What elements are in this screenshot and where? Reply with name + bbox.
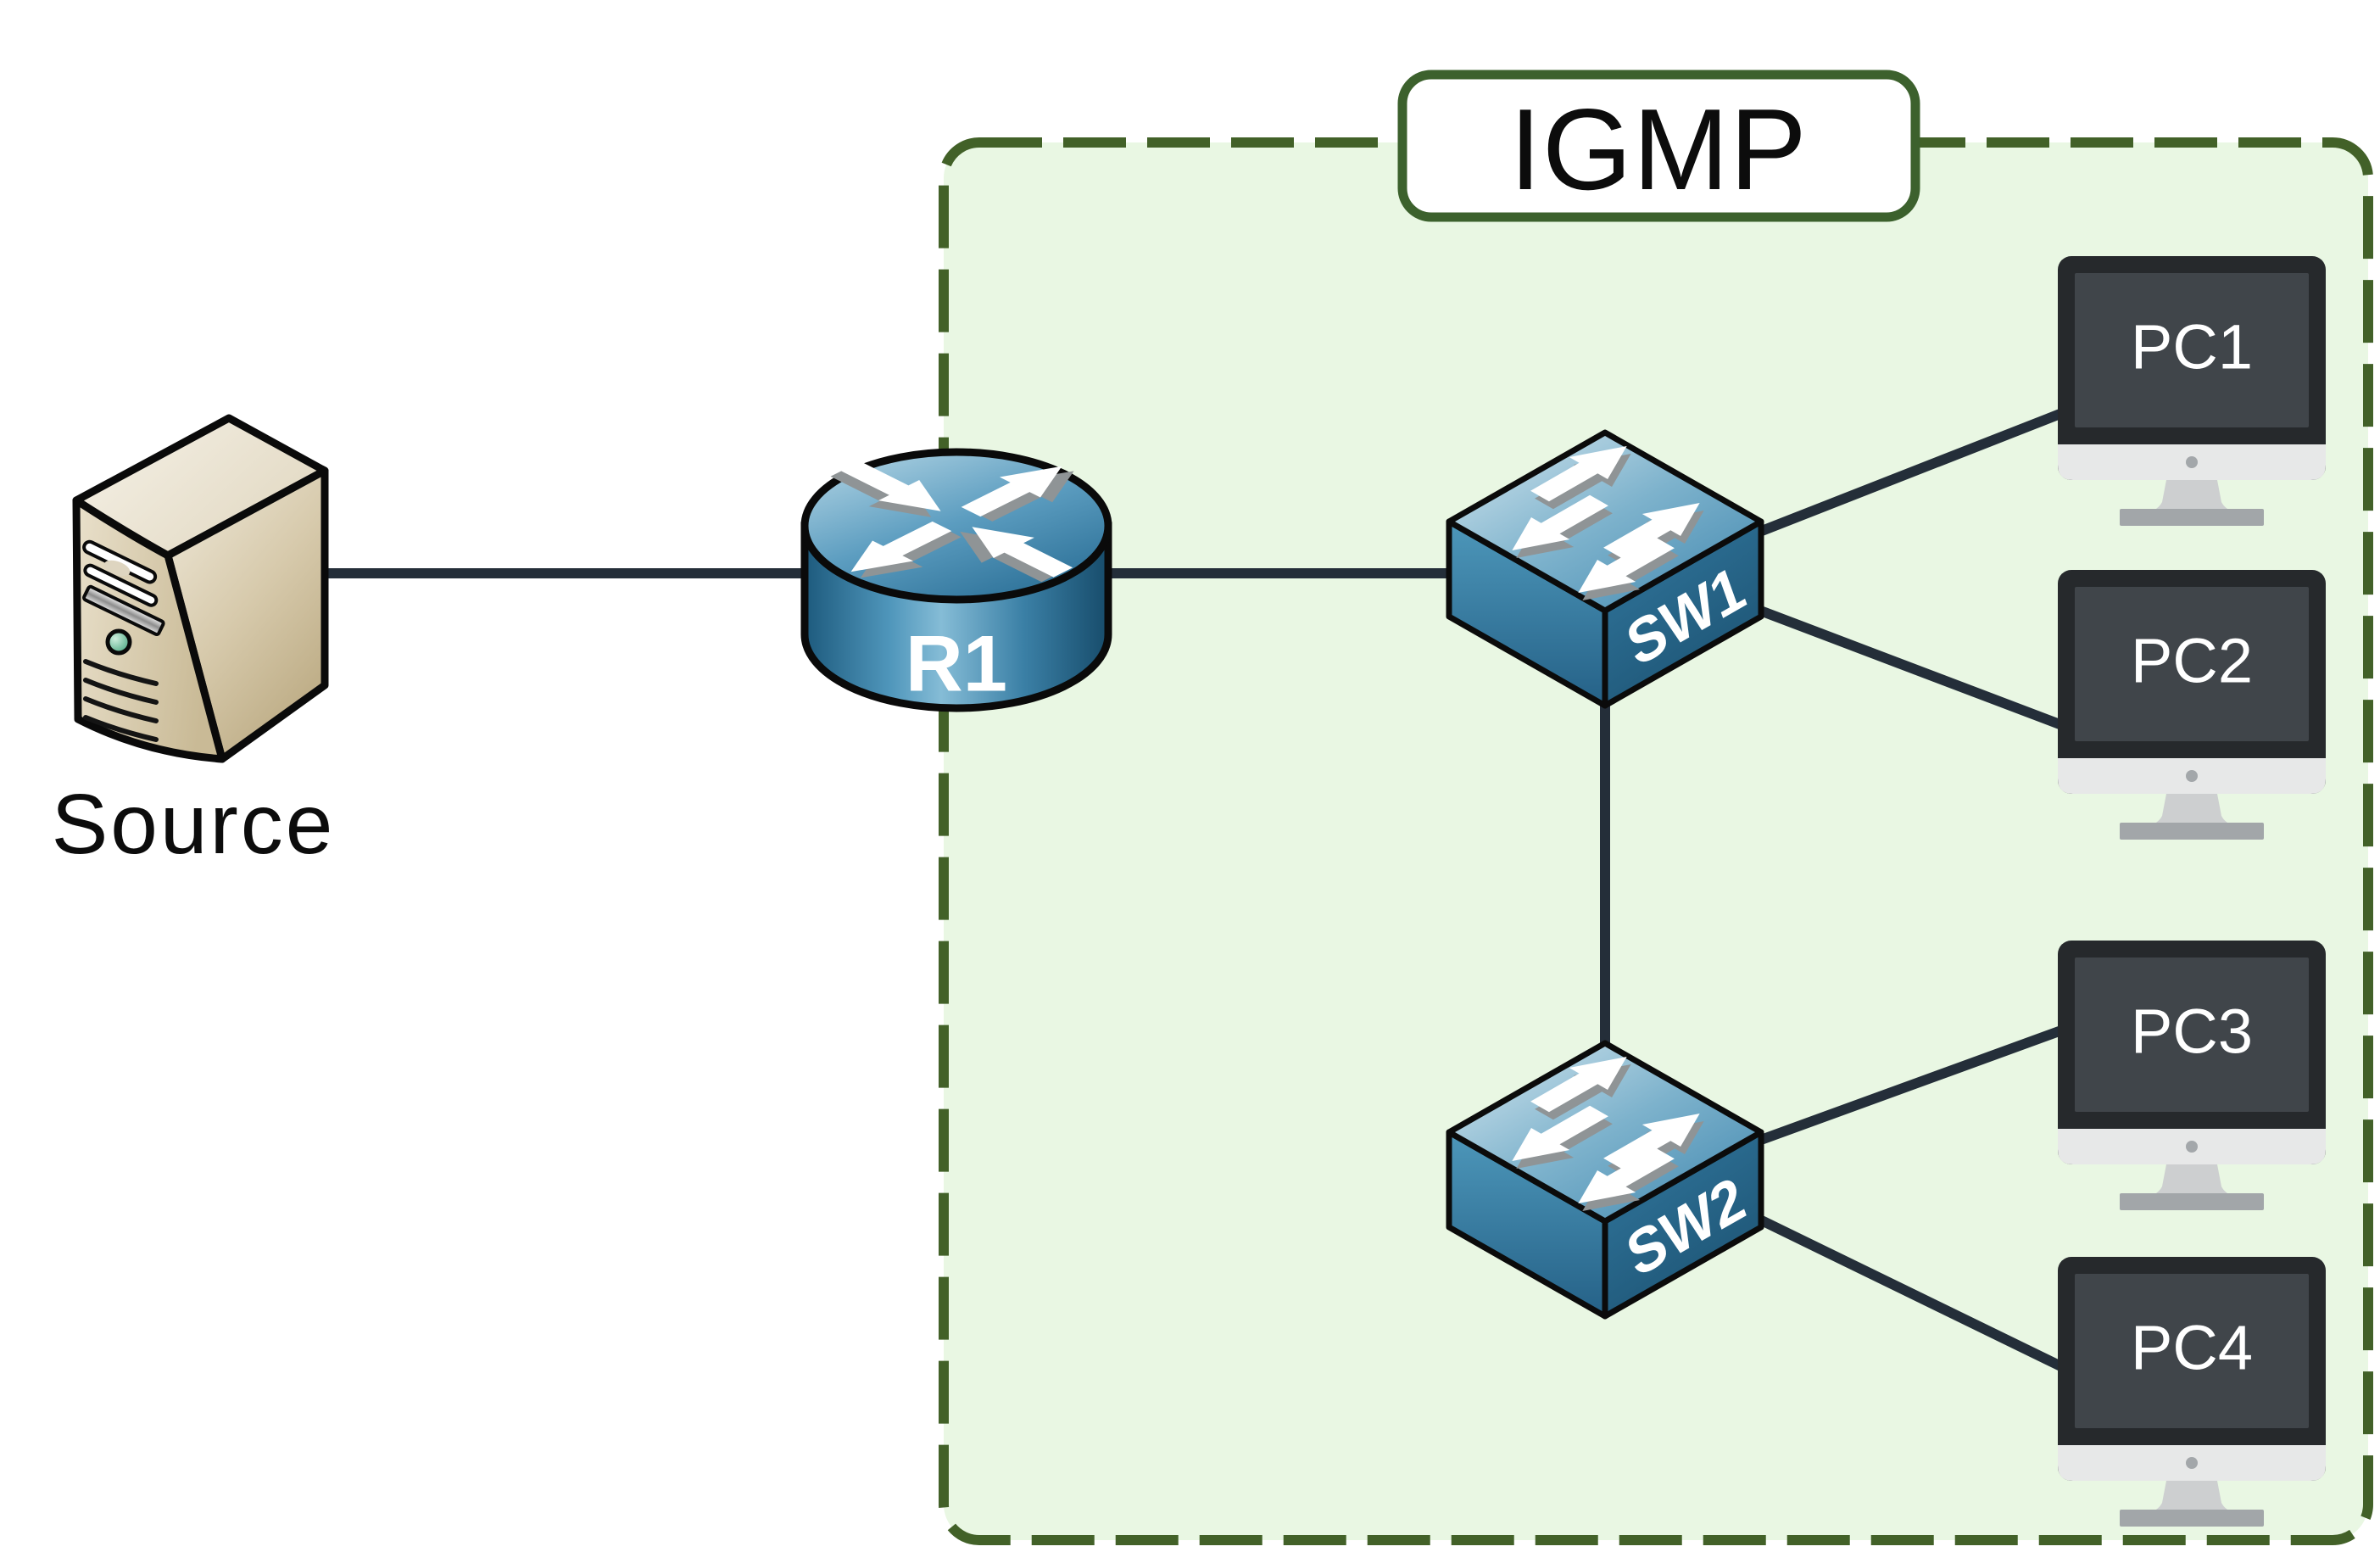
device-pc3: PC3	[2058, 941, 2326, 1210]
link-sw2-pc4	[1740, 1206, 2076, 1377]
r1-label: R1	[906, 619, 1007, 708]
link-sw2-pc3	[1740, 1021, 2076, 1152]
link-sw1-pc2	[1740, 599, 2076, 734]
device-pc4: PC4	[2058, 1257, 2326, 1527]
pc3-label: PC3	[2131, 997, 2253, 1067]
pc2-label: PC2	[2131, 626, 2253, 696]
igmp-badge: IGMP	[1397, 70, 1920, 222]
device-source-server: Source	[52, 414, 336, 872]
igmp-badge-box	[1397, 70, 1920, 222]
pc4-label: PC4	[2131, 1313, 2253, 1383]
router-icon	[800, 448, 1112, 712]
igmp-badge-label: IGMP	[1509, 85, 1808, 214]
server-icon	[72, 414, 329, 763]
links-layer	[325, 404, 2076, 1377]
device-r1-router: R1	[800, 448, 1112, 712]
link-sw1-pc1	[1740, 404, 2076, 544]
device-pc2: PC2	[2058, 570, 2326, 840]
device-pc1: PC1	[2058, 256, 2326, 526]
source-label: Source	[52, 777, 336, 872]
pc1-label: PC1	[2131, 312, 2253, 382]
